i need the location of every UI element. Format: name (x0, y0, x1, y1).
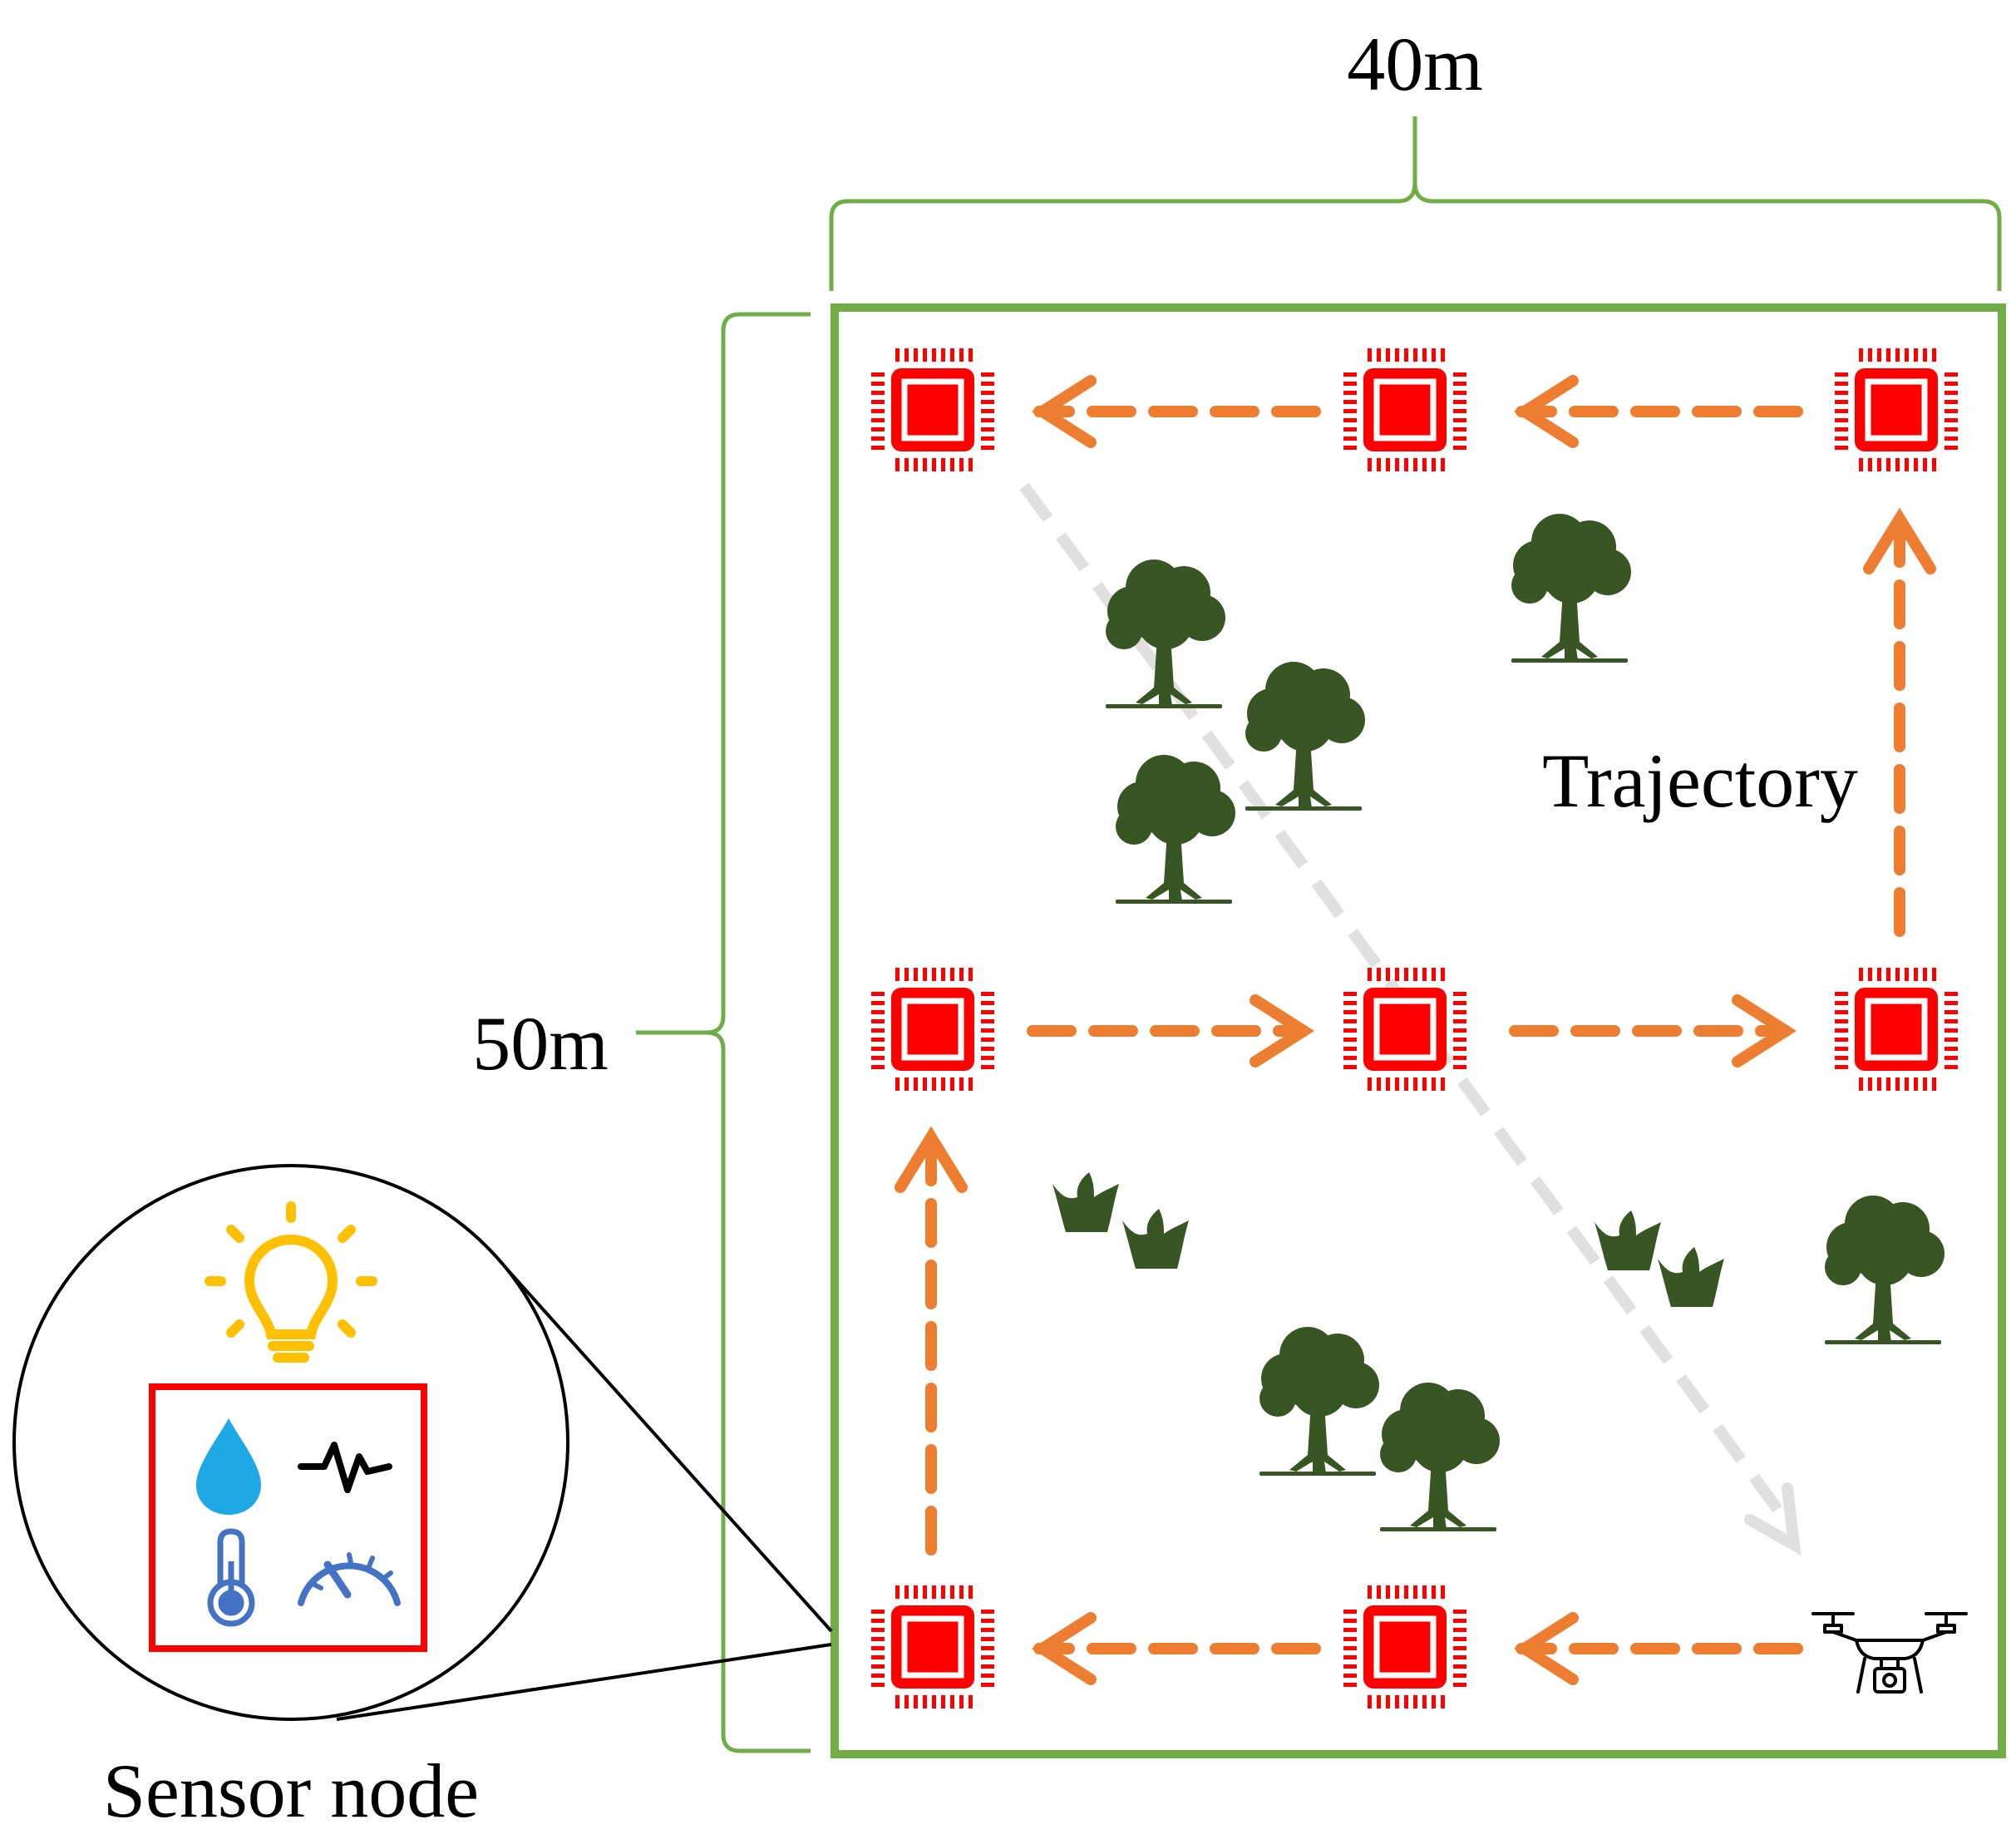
grass-icon (1658, 1247, 1724, 1307)
sensor-node-bottom-center (1343, 1585, 1466, 1708)
lightbulb-icon (205, 1201, 377, 1363)
sensor-node-bottom-left (871, 1585, 994, 1708)
zoom-line-lower (336, 1643, 832, 1721)
thermometer-icon (207, 1528, 255, 1627)
sensor-node-detail-circle (12, 1164, 569, 1721)
tree-icon (1245, 662, 1365, 811)
sensor-box (149, 1383, 427, 1652)
sensor-node-middle-left (871, 968, 994, 1091)
sensor-node-middle-center (1343, 968, 1466, 1091)
height-label: 50m (472, 1001, 609, 1086)
sensor-node-top-center (1343, 348, 1466, 471)
sensor-node-label: Sensor node (103, 1748, 479, 1833)
drone-icon (1811, 1612, 1968, 1694)
grass-icon (1052, 1172, 1119, 1232)
grass-icon (1595, 1210, 1661, 1270)
diagonal-arrowhead (1744, 1482, 1802, 1556)
tree-icon (1259, 1327, 1379, 1476)
tree-icon (1511, 514, 1631, 663)
gauge-icon (298, 1552, 401, 1606)
width-brace (829, 116, 2002, 291)
height-brace (636, 312, 811, 1753)
sensor-node-top-right (1835, 348, 1958, 471)
sensor-node-middle-right (1835, 968, 1958, 1091)
tree-icon (1825, 1196, 1945, 1344)
tree-icon (1380, 1383, 1500, 1531)
sensor-node-top-left (871, 348, 994, 471)
tree-icon (1106, 560, 1225, 708)
trajectory-label: Trajectory (1542, 738, 1858, 823)
signal-wave-icon (298, 1442, 392, 1493)
trajectory-path (895, 375, 1936, 1685)
grass-icon (1122, 1209, 1189, 1269)
water-drop-icon (196, 1418, 261, 1515)
zoom-line-upper (493, 1254, 833, 1633)
field-boundary (831, 303, 2006, 1758)
width-label: 40m (1347, 22, 1483, 106)
tree-icon (1116, 755, 1235, 904)
